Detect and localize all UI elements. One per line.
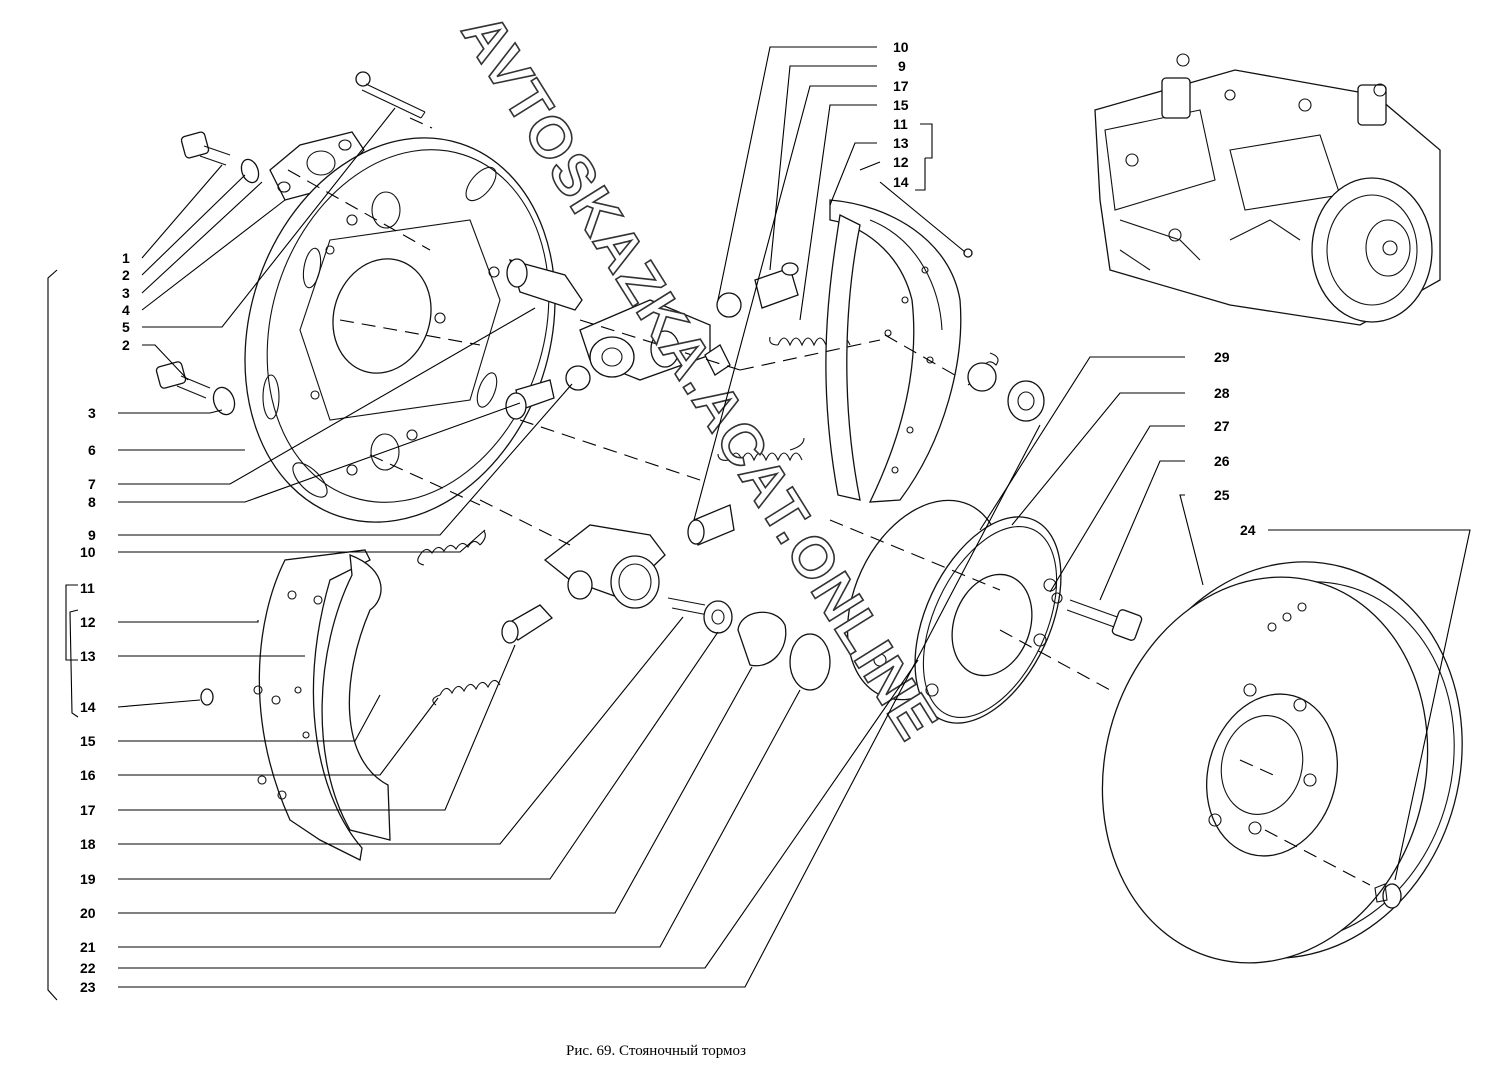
label-top-13: 13 — [893, 135, 909, 151]
label-22: 22 — [80, 960, 96, 976]
label-2b: 2 — [122, 337, 130, 353]
brake-drum — [1101, 561, 1463, 964]
label-top-9: 9 — [898, 58, 906, 74]
label-top-11: 11 — [893, 116, 908, 132]
label-18: 18 — [80, 836, 96, 852]
label-top-12: 12 — [893, 154, 909, 170]
label-1: 1 — [122, 250, 130, 266]
label-5: 5 — [122, 319, 130, 335]
label-top-17: 17 — [893, 78, 909, 94]
label-11: 11 — [80, 580, 95, 596]
label-20: 20 — [80, 905, 96, 921]
label-3: 3 — [122, 285, 130, 301]
label-top-10: 10 — [893, 39, 909, 55]
label-26: 26 — [1214, 453, 1230, 469]
label-top-15: 15 — [893, 97, 909, 113]
label-25: 25 — [1214, 487, 1230, 503]
label-12: 12 — [80, 614, 96, 630]
brackets — [47, 123, 933, 1001]
label-6: 6 — [88, 442, 96, 458]
label-14: 14 — [80, 699, 96, 715]
parts-drawing — [155, 53, 1463, 964]
label-4: 4 — [122, 302, 130, 318]
label-7: 7 — [88, 476, 96, 492]
label-8: 8 — [88, 494, 96, 510]
pin-part — [355, 71, 426, 119]
label-2: 2 — [122, 267, 130, 283]
engine-thumbnail — [1094, 53, 1441, 326]
label-29: 29 — [1214, 349, 1230, 365]
label-top-14: 14 — [893, 174, 909, 190]
label-17: 17 — [80, 802, 96, 818]
label-9: 9 — [88, 527, 96, 543]
label-3b: 3 — [88, 405, 96, 421]
brake-shoe-upper — [825, 199, 962, 503]
label-16: 16 — [80, 767, 96, 783]
label-21: 21 — [80, 939, 96, 955]
label-28: 28 — [1214, 385, 1230, 401]
label-10: 10 — [80, 544, 96, 560]
backing-plate — [244, 137, 556, 523]
brake-shoe-lower — [253, 549, 391, 861]
right-labels: 29 28 27 26 25 24 — [1214, 349, 1256, 538]
bolt-part — [180, 131, 231, 166]
figure-caption: Рис. 69. Стояночный тормоз — [566, 1043, 746, 1059]
label-15: 15 — [80, 733, 96, 749]
leader-lines — [117, 46, 1471, 988]
label-27: 27 — [1214, 418, 1230, 434]
label-23: 23 — [80, 979, 96, 995]
label-13: 13 — [80, 648, 96, 664]
label-19: 19 — [80, 871, 96, 887]
label-24: 24 — [1240, 522, 1256, 538]
top-labels: 10 9 17 15 11 13 12 14 — [893, 39, 909, 190]
left-labels: 1 2 3 4 5 2 3 6 7 8 9 10 11 12 13 14 15 … — [80, 250, 130, 995]
